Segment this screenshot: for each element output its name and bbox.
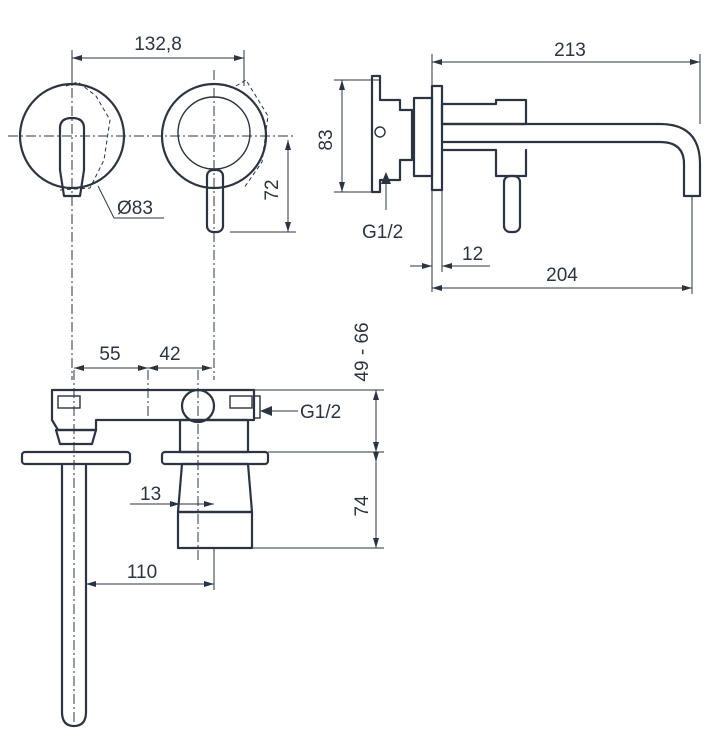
top-inlet-edge xyxy=(253,395,261,419)
side-body-block xyxy=(370,74,414,194)
arrow-a xyxy=(72,55,82,61)
arrow-v xyxy=(204,501,214,507)
side-inlet-port xyxy=(374,126,386,138)
arrow-inlet-side-head xyxy=(381,172,391,184)
arrow-q xyxy=(373,390,379,400)
label-valve-offset: 42 xyxy=(159,344,180,365)
label-spout-reach: 204 xyxy=(546,265,578,286)
arrow-g xyxy=(432,59,442,65)
arrow-j xyxy=(442,263,452,269)
top-valve-sleeve xyxy=(176,462,254,514)
label-wall-plate-offset: 12 xyxy=(462,244,483,265)
side-wall-plate xyxy=(430,84,444,192)
arrow-t xyxy=(373,538,379,548)
leader-diameter xyxy=(97,185,115,219)
side-lever-housing xyxy=(440,98,528,126)
arrow-w xyxy=(86,581,96,587)
label-sleeve-offset: 13 xyxy=(140,484,161,505)
front-left-hidden-outline xyxy=(59,81,111,191)
arrow-inlet-top-head xyxy=(260,406,272,416)
arrow-b xyxy=(234,55,244,61)
side-lever-stem xyxy=(502,174,522,234)
arrow-s xyxy=(373,452,379,462)
arrow-h xyxy=(690,59,700,65)
arrow-l xyxy=(682,285,692,291)
arrow-e xyxy=(339,80,345,90)
arrow-f xyxy=(339,182,345,192)
label-body-depth: 74 xyxy=(352,495,373,517)
top-valve-bottom xyxy=(176,510,254,550)
top-valve-collar xyxy=(178,418,250,454)
side-escutcheon xyxy=(412,96,434,178)
front-view: 132,8 Ø83 72 xyxy=(8,34,296,380)
label-overall-length: 213 xyxy=(554,40,586,61)
arrow-d xyxy=(285,222,291,232)
label-spout-to-valve: 110 xyxy=(127,562,157,583)
top-left-plate xyxy=(20,450,132,466)
arrow-u xyxy=(170,501,180,507)
label-installation-depth: 49 - 66 xyxy=(352,322,373,381)
front-right-hidden-outline xyxy=(235,79,269,189)
label-inlet-thread-side: G1/2 xyxy=(362,222,403,243)
label-center-distance: 132,8 xyxy=(134,34,182,55)
side-view: 83 G1/2 213 12 204 xyxy=(316,40,702,294)
front-left-lever xyxy=(58,116,86,198)
arrow-o xyxy=(148,365,158,371)
arrow-k xyxy=(432,285,442,291)
arrow-i xyxy=(422,263,432,269)
top-body-slot-left xyxy=(57,395,81,409)
label-inlet-thread-top: G1/2 xyxy=(300,402,341,423)
top-right-plate xyxy=(160,450,270,466)
top-view: 55 42 G1/2 49 - 66 74 13 110 xyxy=(20,322,384,728)
arrow-r xyxy=(373,442,379,452)
arrow-n xyxy=(138,365,148,371)
front-spout-stem xyxy=(205,168,225,234)
label-body-height: 83 xyxy=(316,129,337,150)
arrow-m xyxy=(74,365,84,371)
top-body-bar xyxy=(50,388,256,432)
arrow-p xyxy=(202,365,212,371)
arrow-x xyxy=(204,581,214,587)
label-lever-height: 72 xyxy=(262,179,283,200)
label-spout-offset: 55 xyxy=(99,344,120,365)
label-rosette-diameter: Ø83 xyxy=(117,198,153,219)
arrow-c xyxy=(285,140,291,150)
top-spout-nut xyxy=(54,428,98,446)
side-spout xyxy=(440,122,702,198)
top-body-slot-right xyxy=(229,395,253,409)
side-lever-collar xyxy=(440,148,528,178)
